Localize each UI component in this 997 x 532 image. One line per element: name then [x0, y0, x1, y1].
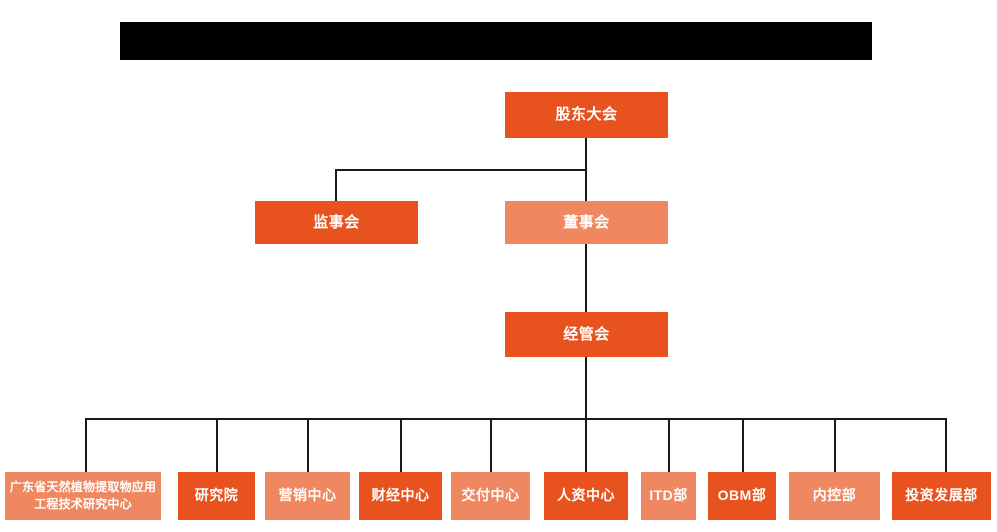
connector-drop-itd — [668, 418, 670, 472]
node-label-supervisors: 监事会 — [313, 213, 360, 231]
node-label-research-center: 广东省天然植物提取物应用工程技术研究中心 — [9, 479, 157, 511]
connector-drop-institute — [216, 418, 218, 472]
node-label-internal-control: 内控部 — [812, 487, 857, 504]
connector-drop-finance — [400, 418, 402, 472]
node-label-shareholders: 股东大会 — [555, 106, 618, 124]
connector-drop-investment — [945, 418, 947, 472]
node-obm[interactable]: OBM部 — [708, 472, 776, 520]
connector-drop-delivery — [490, 418, 492, 472]
node-label-institute: 研究院 — [194, 487, 239, 504]
node-internal-control[interactable]: 内控部 — [789, 472, 880, 520]
node-marketing[interactable]: 营销中心 — [265, 472, 350, 520]
connector-directors-to-management — [585, 243, 587, 312]
connector-departments-bus — [85, 418, 946, 420]
node-hr[interactable]: 人资中心 — [544, 472, 628, 520]
node-finance[interactable]: 财经中心 — [359, 472, 442, 520]
node-management[interactable]: 经管会 — [505, 312, 668, 357]
node-directors[interactable]: 董事会 — [505, 201, 668, 244]
connector-drop-hr — [585, 418, 587, 472]
node-label-marketing: 营销中心 — [278, 487, 337, 504]
connector-shareholders-down — [585, 138, 587, 170]
connector-drop-research-center — [85, 418, 87, 472]
connector-drop-obm — [742, 418, 744, 472]
node-label-finance: 财经中心 — [371, 487, 430, 504]
node-label-itd: ITD部 — [649, 487, 688, 504]
node-label-delivery: 交付中心 — [461, 487, 520, 504]
node-label-investment: 投资发展部 — [905, 487, 978, 504]
redacted-title-bar — [120, 22, 872, 60]
connector-drop-marketing — [307, 418, 309, 472]
node-shareholders[interactable]: 股东大会 — [505, 92, 668, 138]
connector-drop-internal-control — [834, 418, 836, 472]
node-research-center[interactable]: 广东省天然植物提取物应用工程技术研究中心 — [5, 472, 161, 520]
node-label-directors: 董事会 — [563, 213, 610, 231]
node-supervisors[interactable]: 监事会 — [255, 201, 418, 244]
node-itd[interactable]: ITD部 — [641, 472, 696, 520]
node-investment[interactable]: 投资发展部 — [892, 472, 991, 520]
node-label-hr: 人资中心 — [557, 487, 615, 504]
connector-level2-bus — [336, 169, 587, 171]
node-delivery[interactable]: 交付中心 — [451, 472, 530, 520]
connector-supervisors-down — [335, 169, 337, 201]
node-institute[interactable]: 研究院 — [178, 472, 255, 520]
node-label-management: 经管会 — [563, 325, 610, 343]
node-label-obm: OBM部 — [717, 487, 767, 504]
connector-directors-down — [585, 169, 587, 201]
connector-management-down — [585, 357, 587, 419]
